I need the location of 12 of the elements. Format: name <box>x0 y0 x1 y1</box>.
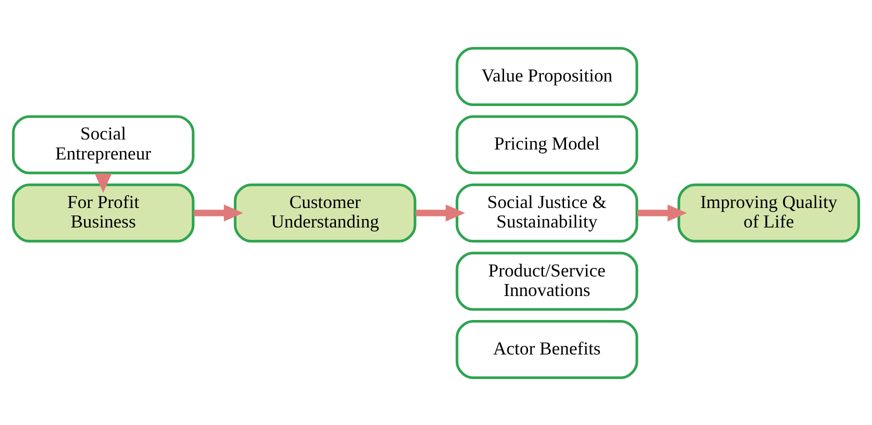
node-box: Actor Benefits <box>456 319 638 379</box>
arrow <box>416 204 466 221</box>
node-box: Social Justice & Sustainability <box>456 182 638 242</box>
arrow <box>194 204 244 221</box>
node-box: Product/Service Innovations <box>456 251 638 310</box>
node-box: For Profit Business <box>12 182 194 242</box>
node-box: Value Proposition <box>456 46 638 106</box>
arrow <box>637 204 687 221</box>
node-box: Pricing Model <box>456 114 638 174</box>
node-box: Customer Understanding <box>234 182 416 242</box>
node-box: Social Entrepreneur <box>12 114 194 174</box>
node-box: Improving Quality of Life <box>678 182 860 242</box>
